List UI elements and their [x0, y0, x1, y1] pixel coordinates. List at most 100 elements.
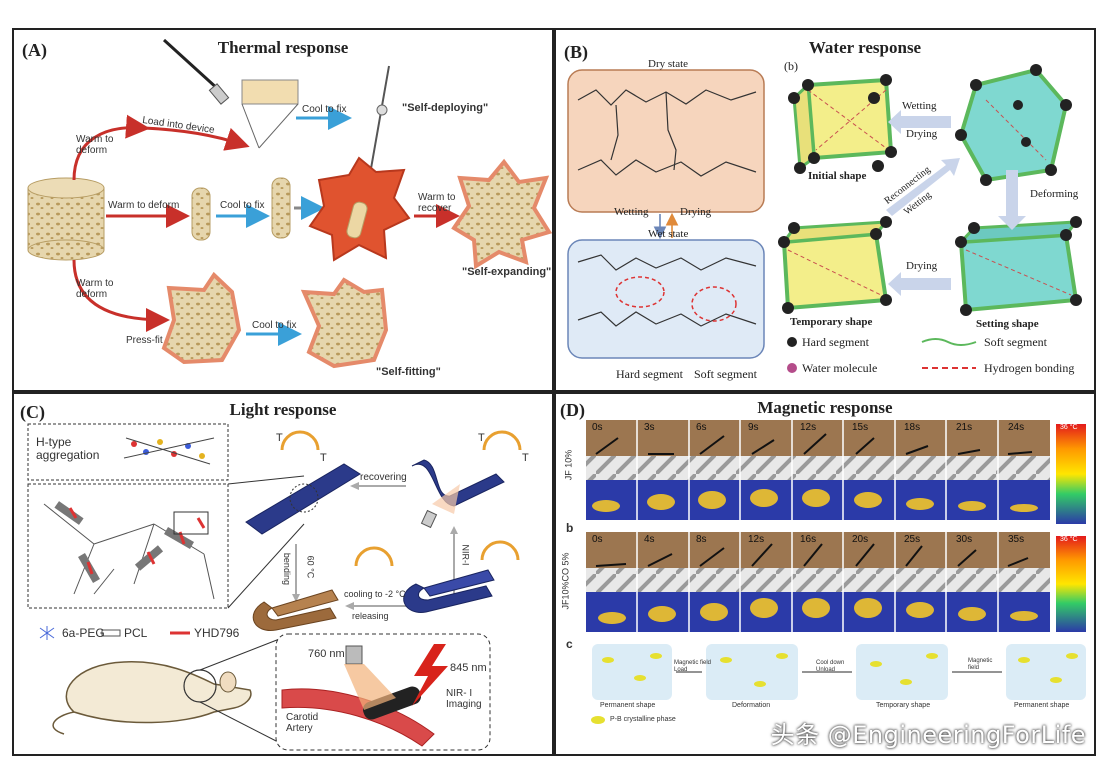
panel-letter-d: (D)	[560, 400, 585, 420]
label-warm-to-deform-top: Warm to deform	[76, 134, 114, 156]
mouse-illustration	[52, 637, 283, 745]
panel-sub-b: (b)	[784, 59, 798, 73]
swollen-cube	[955, 64, 1072, 186]
label-initial-shape: Initial shape	[808, 170, 867, 182]
panel-water-response: (B) Water response (b)	[554, 28, 1096, 392]
label-deforming: Deforming	[1030, 188, 1079, 200]
thermal-hotspots	[592, 489, 1038, 624]
sub-label-b: b	[566, 521, 574, 535]
label-temporary-shape: Temporary shape	[790, 316, 873, 328]
legend-hard-segment: Hard segment	[802, 335, 869, 349]
row1-time-6: 18s	[904, 422, 921, 433]
row1-time-3: 9s	[748, 422, 759, 433]
label-self-expanding: "Self-expanding"	[462, 266, 552, 278]
row1-time-2: 6s	[696, 422, 707, 433]
panel-letter-b: (B)	[564, 42, 588, 62]
label-carotid: Carotid Artery	[286, 712, 319, 734]
label-drying-left: Drying	[680, 206, 712, 218]
dry-state-box	[567, 69, 765, 213]
panel-title-b: Water response	[808, 38, 922, 57]
label-wetting-left: Wetting	[614, 206, 649, 218]
scale-top-2: 36 °C	[1060, 536, 1078, 543]
panel-letter-c: (C)	[20, 402, 45, 422]
label-temporary-shape-d: Temporary shape	[876, 702, 931, 709]
blue-film-folded-recover	[411, 459, 505, 507]
label-releasing: releasing	[352, 611, 389, 621]
label-cool-to-fix-top: Cool to fix	[302, 104, 347, 115]
label-dry-state: Dry state	[648, 58, 689, 70]
setting-shape-cube	[955, 216, 1082, 316]
label-magnetic-field-load: Magnetic field Load	[674, 660, 712, 673]
label-press-fit: Press-fit	[126, 335, 163, 346]
label-cool-down: Cool down Unload	[816, 660, 845, 673]
label-permanent-shape-1: Permanent shape	[600, 702, 656, 709]
legend-yhd: YHD796	[194, 626, 240, 640]
row1-time-4: 12s	[800, 422, 817, 433]
label-t-room-1: T	[276, 432, 283, 444]
panel-title-a: Thermal response	[217, 38, 349, 57]
lightning-bolt	[412, 644, 448, 706]
panel-letter-a: (A)	[22, 40, 47, 60]
molecule-cluster	[123, 437, 215, 465]
row2-time-5: 20s	[852, 534, 869, 545]
row1-time-5: 15s	[852, 422, 869, 433]
row1-time-8: 24s	[1008, 422, 1025, 433]
row2-time-0: 0s	[592, 534, 603, 545]
label-deformation: Deformation	[732, 702, 771, 709]
foam-cylinder	[27, 177, 105, 261]
legend-peg: 6a-PEG	[62, 626, 105, 640]
label-permanent-shape-2: Permanent shape	[1014, 702, 1070, 709]
panel-magnetic-response: (D) Magnetic response	[554, 392, 1096, 756]
initial-shape-cube	[788, 74, 897, 174]
row2-time-6: 25s	[904, 534, 921, 545]
label-h-type: H-type aggregation	[36, 435, 100, 463]
label-60c: 60 °C	[305, 555, 316, 579]
crystalline-schematic	[591, 644, 1086, 724]
scale-top-1: 36 °C	[1060, 424, 1078, 431]
label-setting-shape: Setting shape	[976, 318, 1039, 330]
row1-time-7: 21s	[956, 422, 973, 433]
label-nir-imaging: NIR- I Imaging	[446, 688, 482, 710]
row2-time-7: 30s	[956, 534, 973, 545]
carotid-artery	[281, 688, 435, 747]
row2-time-1: 4s	[644, 534, 655, 545]
label-warm-to-deform-mid: Warm to deform	[108, 200, 180, 211]
row2-label: JF10%CO 5%	[560, 552, 571, 610]
watermark: 头条 @EngineeringForLife	[770, 721, 1086, 749]
label-bending: bending	[281, 552, 292, 585]
temporary-shape-cube	[778, 216, 892, 314]
brown-film-folded	[252, 601, 337, 631]
row2-time-8: 35s	[1008, 534, 1025, 545]
legend-water-molecule: Water molecule	[802, 361, 878, 375]
pressfit-foam	[161, 271, 242, 365]
blue-film-folded-fixed	[403, 583, 493, 613]
label-cool-to-fix-mid: Cool to fix	[220, 200, 265, 211]
fitted-foam	[300, 277, 389, 369]
row2-time-3: 12s	[748, 534, 765, 545]
label-wet-state: Wet state	[648, 228, 689, 240]
legend-hydrogen-bonding: Hydrogen bonding	[984, 361, 1075, 375]
label-cool-to-fix-bottom: Cool to fix	[252, 320, 297, 331]
label-nir: NIR-I	[460, 544, 471, 566]
label-warm-to-deform-bottom: Warm to deform	[76, 278, 114, 300]
wet-state-box	[567, 239, 765, 359]
label-soft-segment: Soft segment	[694, 367, 757, 381]
label-self-deploying: "Self-deploying"	[402, 102, 489, 114]
sub-label-c: c	[566, 637, 573, 651]
magnetic-diagram	[586, 420, 1086, 724]
label-t-trans-1: T	[320, 452, 327, 464]
blue-film-flat	[245, 463, 361, 535]
legend-peg-star	[39, 626, 55, 640]
label-drying-bottom: Drying	[906, 260, 938, 272]
label-magnetic-field: Magnetic field	[968, 658, 993, 671]
row1-time-0: 0s	[592, 422, 603, 433]
label-cooling: cooling to -2 °C	[344, 589, 406, 599]
legend-pcl: PCL	[124, 626, 148, 640]
expanded-foam	[451, 158, 552, 270]
row1-time-1: 3s	[644, 422, 655, 433]
label-drying-top: Drying	[906, 128, 938, 140]
label-recovering: recovering	[360, 472, 407, 483]
thermal-diagram	[27, 38, 552, 369]
panel-light-response: (C) Light response	[12, 392, 554, 756]
panel-title-d: Magnetic response	[757, 398, 893, 417]
